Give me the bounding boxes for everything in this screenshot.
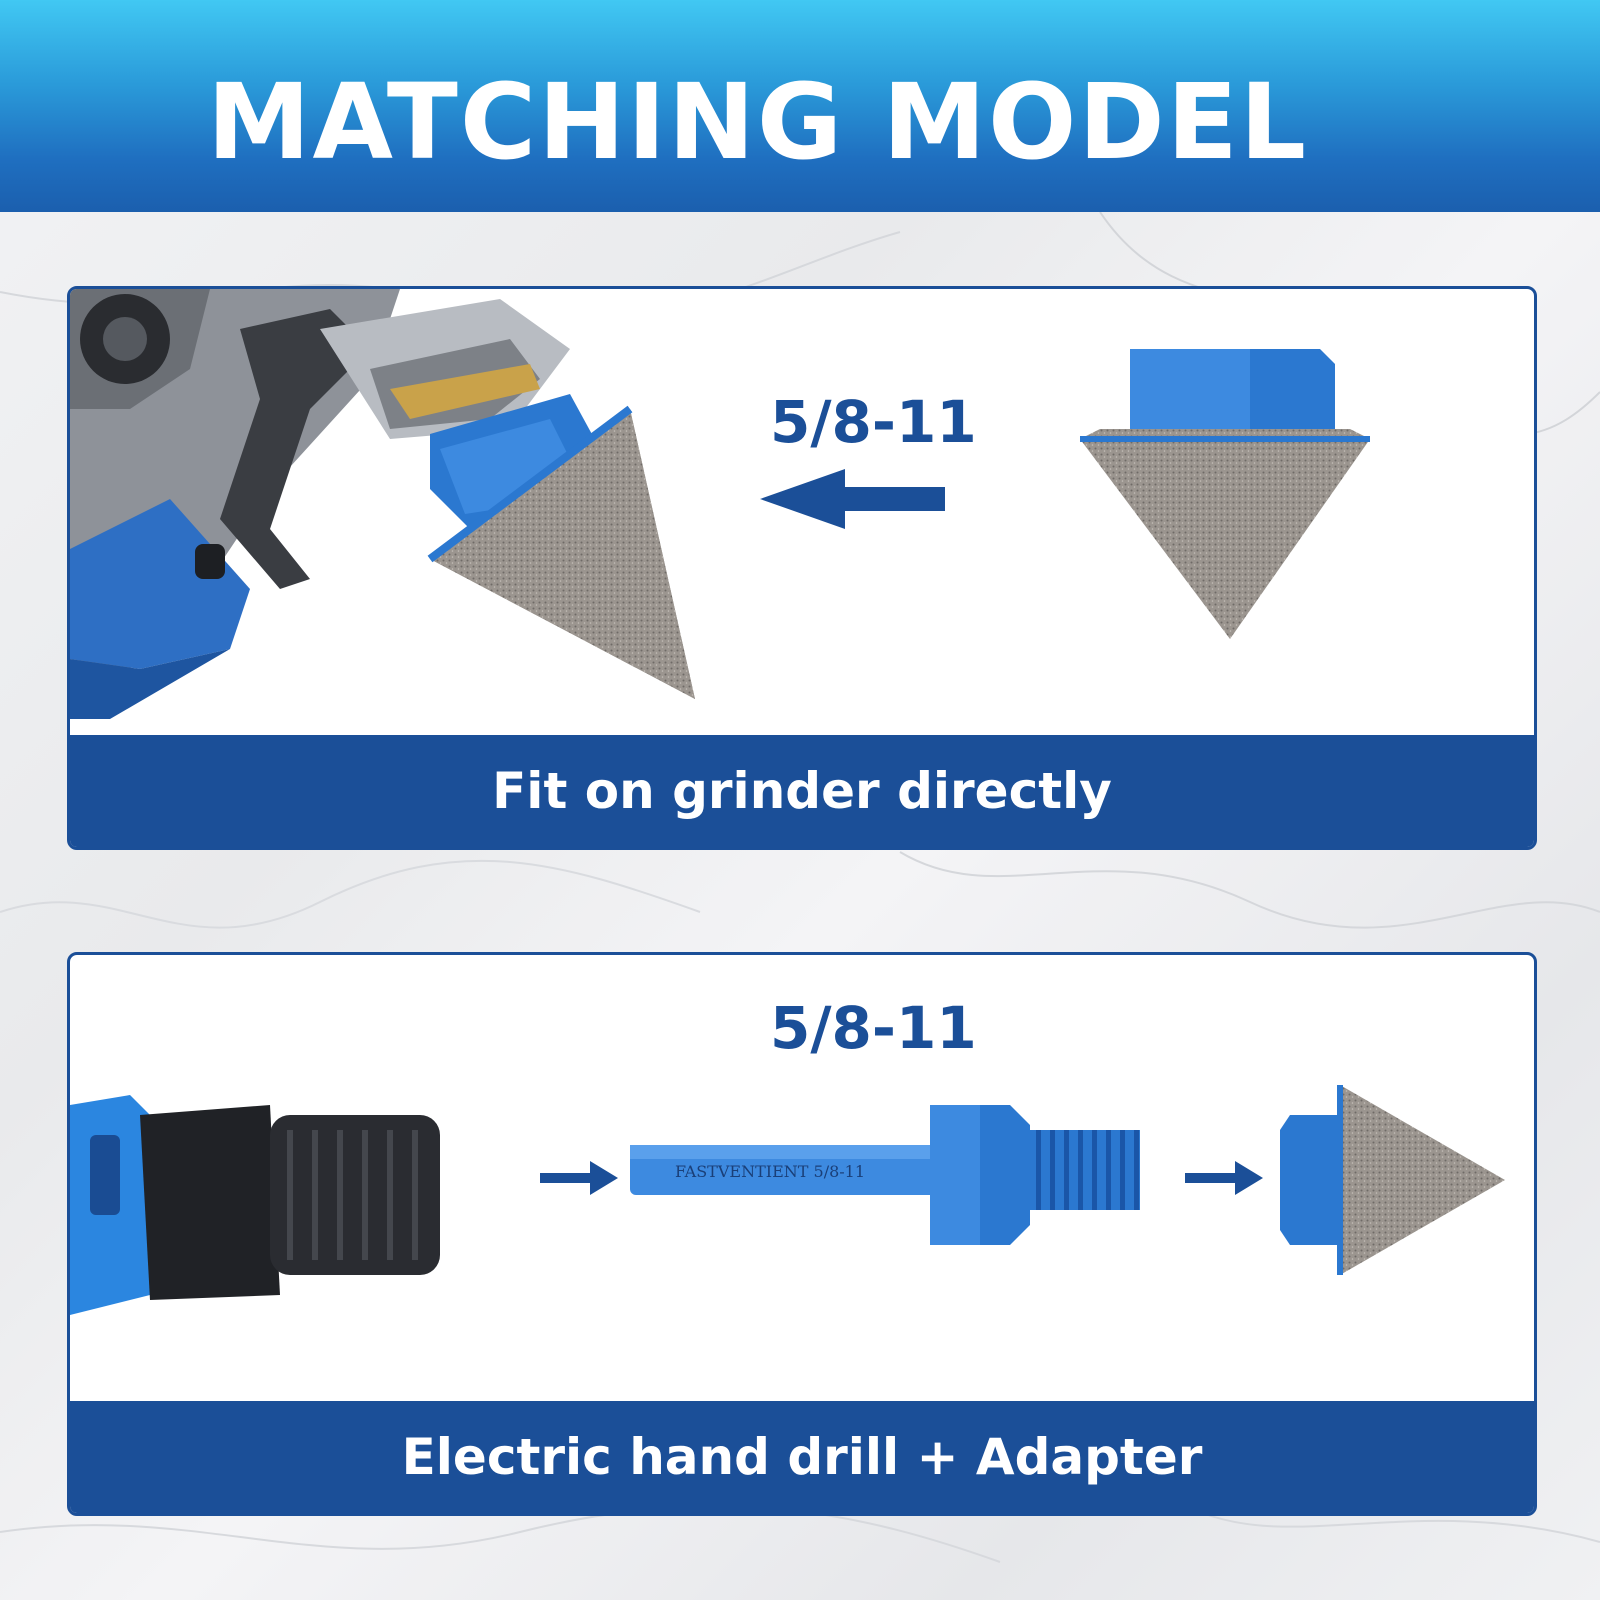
drill-panel: 5/8-11 FASTVENTIENT 5/8-11	[67, 952, 1537, 1516]
adapter-engraving: FASTVENTIENT 5/8-11	[675, 1162, 865, 1181]
electric-drill-image	[70, 1095, 440, 1315]
cone-bit-side-image	[1280, 1085, 1505, 1275]
arrow-right-icon	[1185, 1161, 1263, 1195]
arrow-right-icon	[540, 1161, 618, 1195]
grinder-caption: Fit on grinder directly	[70, 735, 1534, 847]
drill-caption: Electric hand drill + Adapter	[70, 1401, 1534, 1513]
thread-size-label: 5/8-11	[770, 994, 977, 1062]
grinder-panel: 5/8-11 Fit on grinder directly	[67, 286, 1537, 850]
cone-bit-image	[1080, 349, 1370, 639]
arrow-left-icon	[760, 469, 945, 529]
marble-background	[0, 212, 1600, 1563]
hex-shank-adapter-image: FASTVENTIENT 5/8-11	[630, 1105, 1140, 1245]
angle-grinder-with-bit-image	[70, 289, 710, 739]
page-title: MATCHING MODEL	[206, 61, 1309, 183]
header-banner: MATCHING MODEL	[0, 0, 1600, 212]
thread-size-label: 5/8-11	[770, 388, 977, 456]
